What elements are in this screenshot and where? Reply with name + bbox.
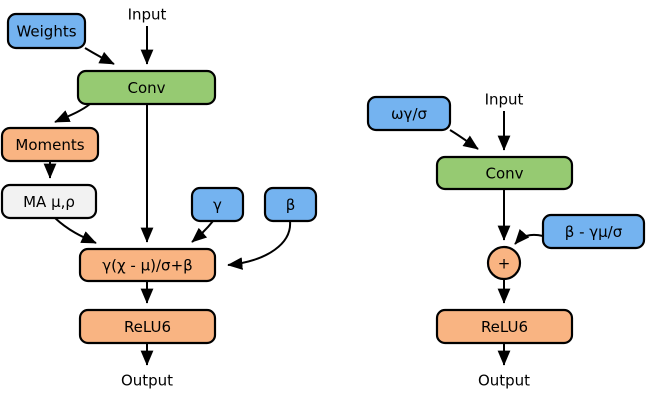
node-beta-label: β (286, 196, 296, 214)
node-conv-left[interactable]: Conv (76, 69, 217, 106)
node-gamma[interactable]: γ (190, 186, 245, 223)
right-output-label: Output (478, 372, 530, 390)
node-omega-gamma-sigma-box[interactable] (366, 95, 452, 132)
node-beta[interactable]: β (263, 186, 318, 223)
node-batchnorm-formula-label: γ(χ - μ)/σ+β (102, 257, 192, 275)
panel-right-inference: Input Output ωγ/σ Conv β - γμ/σ + ReLU6 (366, 91, 646, 390)
node-relu6-left-label: ReLU6 (124, 318, 171, 336)
node-relu6-right-label: ReLU6 (481, 318, 528, 336)
node-omega-gamma-sigma-label: ωγ/σ (391, 105, 427, 123)
node-moments[interactable]: Moments (0, 126, 100, 163)
edge-bgms-to-add (514, 228, 544, 245)
node-conv-right[interactable]: Conv (435, 155, 574, 191)
edge-wgs-to-conv-right (449, 129, 479, 150)
node-beta-box[interactable] (263, 186, 318, 223)
node-relu6-right-box[interactable] (435, 308, 574, 345)
node-weights[interactable]: Weights (6, 12, 87, 50)
left-input-label: Input (128, 6, 167, 24)
node-moving-average[interactable]: MA μ,ρ (0, 183, 98, 220)
node-conv-right-label: Conv (485, 165, 523, 183)
node-add-operator-circle[interactable] (486, 245, 522, 281)
node-batchnorm-formula-box[interactable] (78, 247, 217, 283)
node-beta-minus-gamma-mu-sigma-box[interactable] (541, 213, 646, 250)
node-relu6-left-box[interactable] (78, 308, 217, 345)
node-conv-left-box[interactable] (76, 69, 217, 106)
node-weights-label: Weights (16, 23, 76, 41)
node-add-operator[interactable]: + (486, 245, 522, 281)
left-edges (43, 26, 292, 366)
right-edges (449, 111, 544, 366)
node-omega-gamma-sigma[interactable]: ωγ/σ (366, 95, 452, 132)
edge-conv-to-moments (54, 103, 91, 123)
node-beta-minus-gamma-mu-sigma-label: β - γμ/σ (565, 223, 623, 241)
node-moments-label: Moments (15, 136, 84, 154)
node-beta-minus-gamma-mu-sigma[interactable]: β - γμ/σ (541, 213, 646, 250)
node-weights-box[interactable] (6, 12, 87, 50)
node-add-operator-label: + (498, 255, 511, 273)
node-batchnorm-formula[interactable]: γ(χ - μ)/σ+β (78, 247, 217, 283)
node-relu6-left[interactable]: ReLU6 (78, 308, 217, 345)
panel-left-training: Input Output Weights Conv Moments MA μ,ρ (0, 6, 318, 390)
node-moments-box[interactable] (0, 126, 100, 163)
node-moving-average-label: MA μ,ρ (23, 193, 75, 211)
edge-ma-to-bnform (54, 217, 97, 244)
edge-weights-to-conv (84, 47, 115, 65)
node-conv-right-box[interactable] (435, 155, 574, 191)
node-relu6-right[interactable]: ReLU6 (435, 308, 574, 345)
left-output-label: Output (121, 372, 173, 390)
node-conv-left-label: Conv (127, 79, 165, 97)
edge-gamma-to-bnform (191, 220, 214, 243)
node-gamma-box[interactable] (190, 186, 245, 223)
edge-beta-to-bnform (227, 220, 292, 270)
right-input-label: Input (485, 91, 524, 109)
node-gamma-label: γ (213, 196, 222, 214)
node-moving-average-box[interactable] (0, 183, 98, 220)
